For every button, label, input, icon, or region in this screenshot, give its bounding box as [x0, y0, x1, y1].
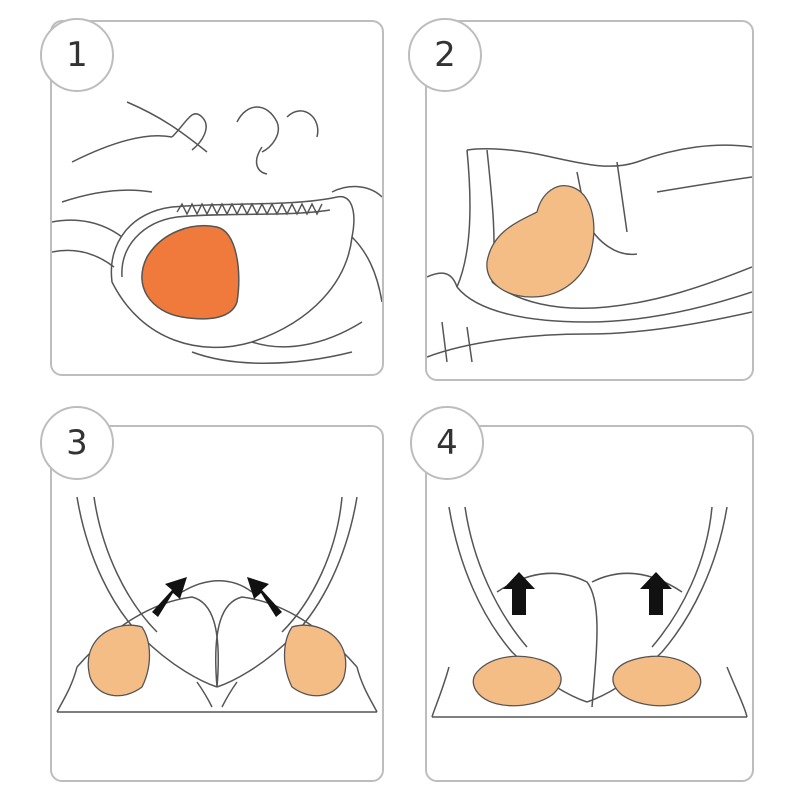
step-3-panel: [50, 425, 384, 782]
step-number-badge: 4: [410, 406, 484, 480]
step-number-badge: 3: [40, 406, 114, 480]
step-1-illustration: [52, 101, 382, 364]
arrow-icon: [247, 577, 282, 617]
step-2-illustration: [427, 144, 752, 363]
step-number: 4: [436, 423, 458, 463]
pad-shape: [486, 185, 595, 298]
step-number: 2: [434, 35, 456, 75]
arrow-icon: [640, 572, 672, 615]
pad-shape: [612, 655, 702, 707]
step-number: 1: [66, 35, 88, 75]
step-2-panel: [425, 20, 754, 381]
pad-shape: [283, 624, 347, 697]
step-number-badge: 2: [408, 18, 482, 92]
step-3-illustration: [56, 496, 378, 713]
arrow-icon: [152, 577, 187, 617]
pad-shape: [87, 624, 151, 697]
step-4-illustration: [431, 506, 748, 718]
step-4-panel: [425, 425, 754, 782]
step-number: 3: [66, 423, 88, 463]
arrow-icon: [503, 572, 535, 615]
pad-shape: [141, 225, 240, 320]
step-number-badge: 1: [40, 18, 114, 92]
step-1-panel: [50, 20, 384, 376]
pad-shape: [472, 655, 562, 707]
